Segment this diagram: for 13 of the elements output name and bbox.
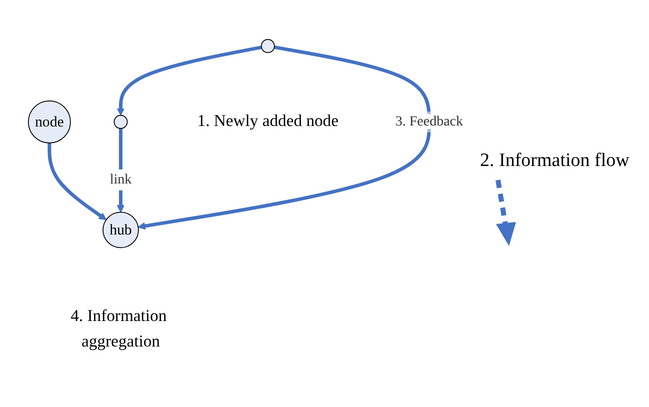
node-label: 4. Information aggregation <box>70 307 167 350</box>
arrow <box>48 142 107 220</box>
annotation-text: 2. Information flow <box>480 150 630 172</box>
node-circle: hub <box>102 212 139 248</box>
node-circle <box>260 39 275 54</box>
arrow <box>138 45 431 230</box>
edge-label: 3. Feedback <box>395 114 463 129</box>
arrow <box>116 46 262 116</box>
node-circle: node <box>28 100 71 144</box>
node-circle <box>114 114 128 129</box>
arrow <box>116 128 125 213</box>
edge-label: link <box>110 172 132 187</box>
node-label: 1. Newly added node <box>197 112 339 130</box>
